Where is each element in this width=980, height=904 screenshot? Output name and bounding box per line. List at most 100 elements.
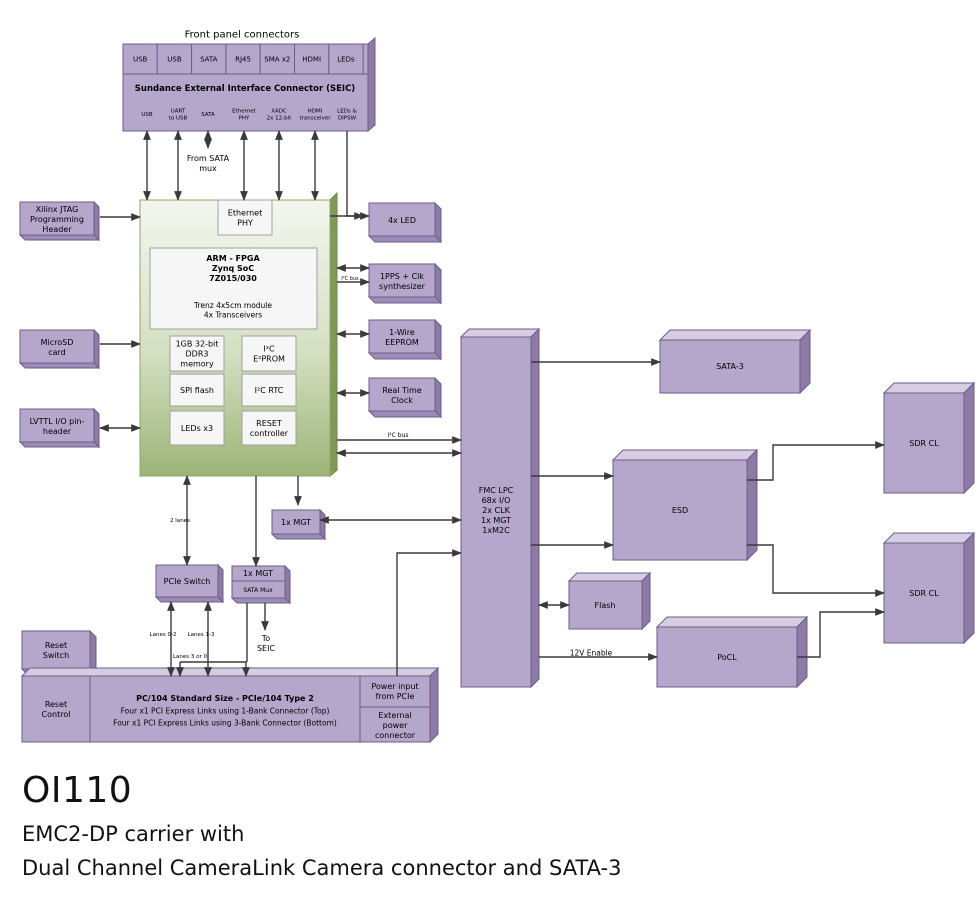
spi-flash-box: [169, 373, 225, 407]
i2c-rtc-box-label: I²C RTC: [255, 386, 284, 395]
right-block-label-line-1: Real Time: [382, 386, 421, 395]
power-fmc-link: [396, 549, 462, 676]
front-connector-label: SMA x2: [264, 55, 290, 63]
sata3-block: [658, 328, 812, 395]
esd-sdr1-link: [747, 441, 885, 481]
i2c-rtc-box: [241, 373, 297, 407]
enable-label: 12V Enable: [570, 649, 613, 658]
mgt-right-label: 1x MGT: [281, 518, 311, 527]
external-power-label-line-3: connector: [375, 731, 416, 740]
ethernet-phy-box-label-line-1: Ethernet: [228, 208, 262, 217]
pocl-block: [655, 615, 809, 689]
reset-controller-box-label-line-2: controller: [250, 429, 289, 438]
front-connector-label: LEDs: [337, 55, 355, 63]
left-block-label-line-2: Programming: [30, 215, 84, 224]
external-power-label-line-1: External: [378, 711, 411, 720]
right-block-label-line-2: Clock: [391, 396, 413, 405]
mgt-box-label: 1x MGT: [243, 569, 273, 578]
right-block-label-line-2: EEPROM: [385, 338, 419, 347]
reset-controller-box-label-line-1: RESET: [256, 419, 282, 428]
front-connector-label: HDMI: [302, 55, 321, 63]
reset-switch-label-line-2: Switch: [43, 651, 69, 660]
left-block-label-line-1: Xilinx JTAG: [36, 205, 79, 214]
diagram-title: OI110: [22, 770, 133, 811]
seic-signal-label-line-1: UART: [171, 108, 186, 114]
front-connector: [259, 43, 296, 75]
seic-signal-label-line-2: PHY: [239, 115, 250, 121]
reset-switch-label-line-1: Reset: [45, 641, 67, 650]
leds-x3-box-label: LEDs x3: [181, 424, 213, 433]
lanes-02-label: Lanes 0-2: [150, 632, 177, 638]
pc104-title: PC/104 Standard Size - PCIe/104 Type 2: [136, 694, 314, 703]
seic-signal-label-line-2: transceiver: [300, 115, 332, 121]
right-block-label-line-1: 1-Wire: [389, 328, 415, 337]
seic-led-link: [346, 131, 370, 220]
fmc-label-line-2: 68x I/O: [482, 496, 511, 505]
esd-block: [611, 448, 759, 562]
arm-fpga-title-line-2: Zynq SoC: [212, 264, 254, 273]
from-sata-mux-label-line-1: From SATA: [187, 154, 230, 163]
fmc-label-line-4: 1x MGT: [481, 516, 511, 525]
flash-label: Flash: [595, 601, 616, 610]
front-connector-label: USB: [167, 55, 182, 63]
spi-flash-box-label: SPI flash: [180, 386, 214, 395]
pocl-label: PoCL: [717, 653, 737, 662]
front-connector: [328, 43, 364, 75]
i2c-eeprom-box: [241, 335, 297, 372]
left-block-lvttl: [18, 407, 101, 449]
arm-fpga-title-line-3: 7Z015/030: [209, 274, 257, 283]
i2c-eeprom-box-label-line-1: I²C: [263, 344, 275, 353]
fmc-label-line-1: FMC LPC: [479, 486, 514, 495]
reset-control-label-line-1: Reset: [45, 700, 67, 709]
i2c-bus-label: I²C bus: [387, 432, 408, 439]
flash-block: [567, 571, 652, 631]
fmc-lpc-block: [459, 327, 541, 689]
arm-fpga-box: [149, 247, 318, 330]
ddr3-memory-box-label-line-2: DDR3: [186, 349, 209, 358]
seic-signal-label-line-2: DIPSW: [338, 115, 357, 121]
sata3-label: SATA-3: [716, 362, 744, 371]
external-power-label-line-2: power: [383, 721, 408, 730]
left-block-label-line-3: Header: [42, 225, 72, 234]
pcie-switch-label: PCIe Switch: [164, 577, 211, 586]
fmc-label-line-5: 1xM2C: [482, 526, 510, 535]
i2c-eeprom-box-label-line-2: E²PROM: [253, 354, 285, 363]
arm-fpga-subtitle-line-1: Trenz 4x5cm module: [193, 301, 272, 310]
sdr-cl-block-2: [882, 531, 976, 645]
from-sata-mux-label-line-2: mux: [199, 164, 217, 173]
right-block-led4: [367, 201, 443, 244]
seic-title: Sundance External Interface Connector (S…: [135, 84, 356, 94]
pcie-switch-box: [154, 563, 225, 604]
left-block-label-line-2: header: [43, 427, 72, 436]
front-connector-label: USB: [133, 55, 148, 63]
to-seic-label-line-2: SEIC: [257, 644, 275, 653]
lanes-13-label: Lanes 1-3: [188, 632, 215, 638]
diagram-subtitle-line-1: EMC2-DP carrier with: [22, 822, 245, 846]
right-block-label-line-1: 1PPS + Clk: [380, 272, 424, 281]
front-connector: [294, 43, 330, 75]
seic-signal-label-line-1: Ethernet: [232, 108, 257, 114]
lanes-3or0-link-b: [180, 661, 250, 677]
front-connector-label: RJ45: [235, 55, 251, 63]
reset-controller-box: [241, 410, 297, 446]
fmc-label-line-3: 2x CLK: [482, 506, 510, 515]
seic-signal-label: USB: [141, 112, 153, 118]
diagram-subtitle-line-2: Dual Channel CameraLink Camera connector…: [22, 856, 622, 880]
right-block-onewire: [367, 318, 443, 361]
seic-signal-label-line-2: 2x 12-bit: [267, 115, 293, 121]
arm-fpga-title-line-1: ARM - FPGA: [206, 254, 260, 263]
seic-signal-label-line-1: LEDs &: [337, 108, 357, 114]
ddr3-memory-box-label-line-3: memory: [180, 359, 214, 368]
right-block-label: 4x LED: [388, 216, 416, 225]
reset-control-label-line-2: Control: [42, 710, 71, 719]
ddr3-memory-box-label-line-1: 1GB 32-bit: [176, 339, 219, 348]
sdr-cl-2-label: SDR CL: [909, 589, 939, 598]
power-input-label-line-2: from PCIe: [376, 692, 415, 701]
right-block-pps: [367, 262, 443, 305]
pocl-sdr2-link: [797, 608, 885, 658]
pc104-line-3: Four x1 PCI Express Links using 3-Bank C…: [113, 719, 337, 728]
esd-sdr2-link: [747, 544, 885, 597]
ddr3-memory-box: [169, 335, 225, 372]
left-block-jtag: [18, 200, 101, 242]
